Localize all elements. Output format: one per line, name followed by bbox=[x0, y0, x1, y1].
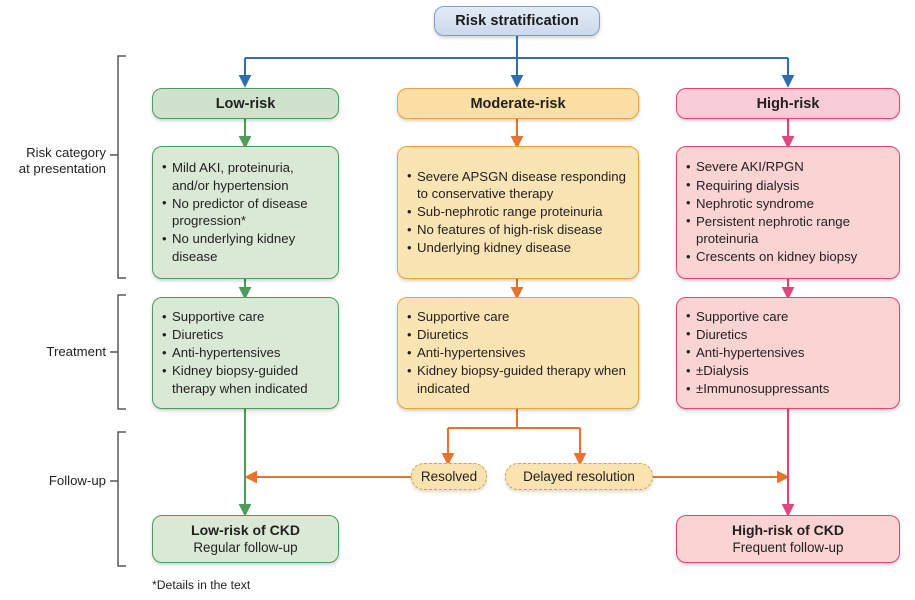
treatment-box-high-risk[interactable]: Supportive care Diuretics Anti-hypertens… bbox=[676, 297, 900, 409]
connector-root-fanout bbox=[238, 36, 795, 88]
column-header-high-risk[interactable]: High-risk bbox=[676, 88, 900, 119]
row-brackets bbox=[110, 55, 126, 567]
outcome-title: Low-risk of CKD bbox=[191, 522, 300, 538]
column-header-moderate-risk[interactable]: Moderate-risk bbox=[397, 88, 639, 119]
column-header-label: High-risk bbox=[756, 95, 820, 112]
list-item: ±Dialysis bbox=[686, 362, 890, 380]
list-item: Underlying kidney disease bbox=[407, 239, 629, 257]
list-item: Severe APSGN disease responding to conse… bbox=[407, 167, 629, 203]
outcome-subtitle: Regular follow-up bbox=[193, 540, 298, 555]
list-item: No underlying kidney disease bbox=[162, 230, 329, 265]
criteria-box-low-risk[interactable]: Mild AKI, proteinuria, and/or hypertensi… bbox=[152, 146, 339, 279]
list-item: Crescents on kidney biopsy bbox=[686, 248, 890, 266]
row-label-treatment: Treatment bbox=[0, 344, 106, 360]
list-item: Diuretics bbox=[162, 326, 329, 344]
node-resolved-label: Resolved bbox=[420, 469, 478, 484]
list-item: Sub-nephrotic range proteinuria bbox=[407, 203, 629, 221]
column-header-label: Low-risk bbox=[215, 95, 276, 112]
footnote: *Details in the text bbox=[152, 578, 251, 592]
column-header-label: Moderate-risk bbox=[470, 95, 566, 112]
list-item: No features of high-risk disease bbox=[407, 221, 629, 239]
row-label-line2: at presentation bbox=[18, 161, 106, 176]
node-delayed-resolution[interactable]: Delayed resolution bbox=[505, 463, 653, 490]
list-item: Requiring dialysis bbox=[686, 176, 890, 195]
criteria-list: Mild AKI, proteinuria, and/or hypertensi… bbox=[153, 158, 338, 266]
list-item: Mild AKI, proteinuria, and/or hypertensi… bbox=[162, 158, 329, 194]
row-label-risk-category: Risk category at presentation bbox=[0, 145, 106, 177]
criteria-box-moderate-risk[interactable]: Severe APSGN disease responding to conse… bbox=[397, 146, 639, 279]
outcome-box-high-risk[interactable]: High-risk of CKD Frequent follow-up bbox=[676, 515, 900, 563]
root-node-risk-stratification[interactable]: Risk stratification bbox=[434, 6, 600, 36]
list-item: Supportive care bbox=[162, 308, 329, 326]
list-item: Supportive care bbox=[407, 308, 629, 326]
list-item: ±Immunosuppressants bbox=[686, 380, 890, 398]
list-item: Nephrotic syndrome bbox=[686, 194, 890, 213]
list-item: Kidney biopsy-guided therapy when indica… bbox=[407, 362, 629, 397]
list-item: Supportive care bbox=[686, 307, 890, 326]
criteria-list: Severe APSGN disease responding to conse… bbox=[398, 167, 638, 258]
outcome-subtitle: Frequent follow-up bbox=[732, 540, 844, 555]
list-item: Anti-hypertensives bbox=[407, 344, 629, 362]
node-resolved[interactable]: Resolved bbox=[411, 463, 487, 490]
list-item: Kidney biopsy-guided therapy when indica… bbox=[162, 362, 329, 397]
list-item: Persistent nephrotic range proteinuria bbox=[686, 212, 890, 248]
treatment-list: Supportive care Diuretics Anti-hypertens… bbox=[153, 308, 338, 398]
node-delayed-resolution-label: Delayed resolution bbox=[523, 469, 635, 484]
column-header-low-risk[interactable]: Low-risk bbox=[152, 88, 339, 119]
treatment-list: Supportive care Diuretics Anti-hypertens… bbox=[677, 307, 899, 398]
list-item: Diuretics bbox=[407, 326, 629, 344]
treatment-list: Supportive care Diuretics Anti-hypertens… bbox=[398, 308, 638, 398]
criteria-box-high-risk[interactable]: Severe AKI/RPGN Requiring dialysis Nephr… bbox=[676, 146, 900, 279]
list-item: No predictor of disease progression* bbox=[162, 194, 329, 230]
list-item: Severe AKI/RPGN bbox=[686, 158, 890, 176]
outcome-title: High-risk of CKD bbox=[732, 522, 844, 538]
row-label-line1: Risk category bbox=[26, 145, 106, 160]
outcome-box-low-risk[interactable]: Low-risk of CKD Regular follow-up bbox=[152, 515, 339, 563]
root-node-label: Risk stratification bbox=[455, 13, 579, 29]
row-label-follow-up: Follow-up bbox=[0, 473, 106, 489]
row-label-line1: Follow-up bbox=[48, 473, 106, 488]
treatment-box-moderate-risk[interactable]: Supportive care Diuretics Anti-hypertens… bbox=[397, 297, 639, 409]
treatment-box-low-risk[interactable]: Supportive care Diuretics Anti-hypertens… bbox=[152, 297, 339, 409]
list-item: Diuretics bbox=[686, 325, 890, 344]
list-item: Anti-hypertensives bbox=[686, 343, 890, 362]
list-item: Anti-hypertensives bbox=[162, 344, 329, 362]
criteria-list: Severe AKI/RPGN Requiring dialysis Nephr… bbox=[677, 158, 899, 266]
row-label-line1: Treatment bbox=[46, 344, 106, 359]
